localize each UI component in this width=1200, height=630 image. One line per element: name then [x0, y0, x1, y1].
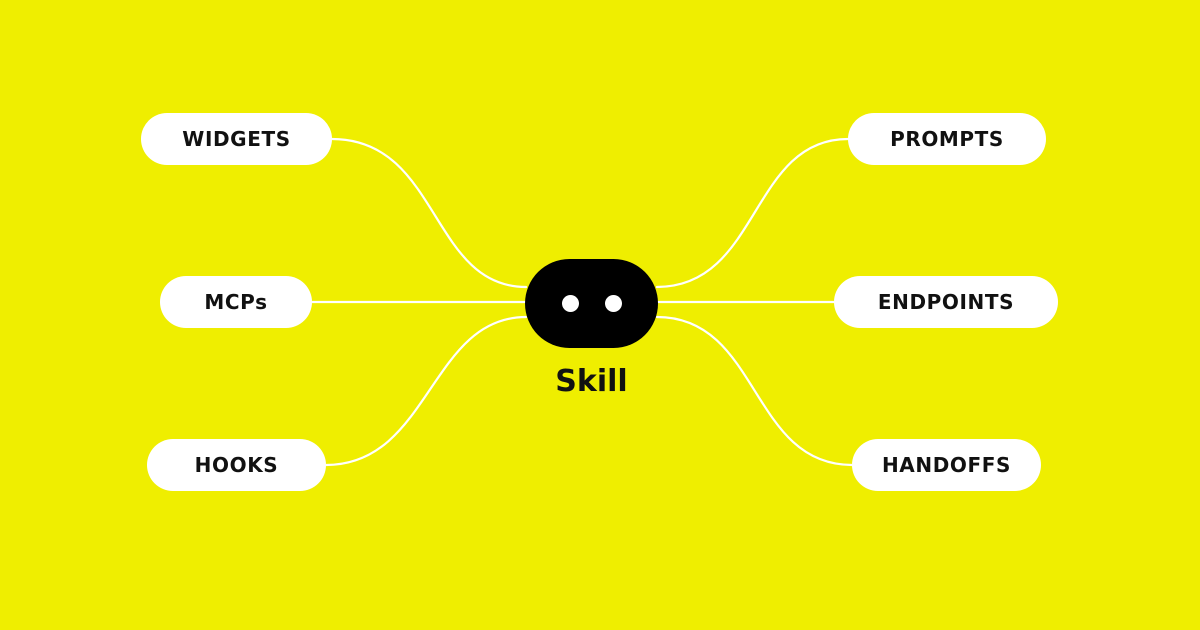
- right-eye-icon: [605, 295, 622, 312]
- left-eye-icon: [562, 295, 579, 312]
- robot-face-icon[interactable]: [525, 259, 658, 348]
- node-endpoints[interactable]: ENDPOINTS: [834, 276, 1058, 328]
- node-label: HOOKS: [194, 453, 279, 477]
- node-label: ENDPOINTS: [877, 290, 1015, 314]
- node-handoffs[interactable]: HANDOFFS: [852, 439, 1041, 491]
- node-mcps[interactable]: MCPs: [160, 276, 312, 328]
- node-label: WIDGETS: [182, 127, 291, 151]
- connector-handoffs: [655, 315, 854, 467]
- node-widgets[interactable]: WIDGETS: [141, 113, 332, 165]
- node-label: MCPs: [204, 290, 268, 314]
- connector-widgets: [330, 137, 528, 289]
- node-label: PROMPTS: [890, 127, 1004, 151]
- node-hooks[interactable]: HOOKS: [147, 439, 326, 491]
- center-label: Skill: [555, 364, 628, 399]
- connector-prompts: [655, 137, 850, 289]
- node-label: HANDOFFS: [881, 453, 1012, 477]
- connector-hooks: [324, 315, 528, 467]
- node-prompts[interactable]: PROMPTS: [848, 113, 1046, 165]
